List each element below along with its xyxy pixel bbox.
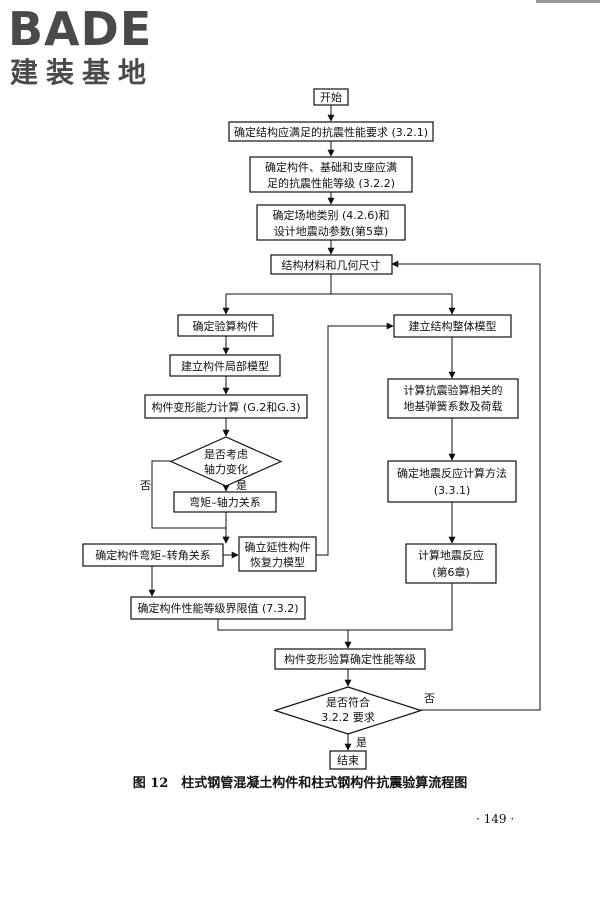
node-l6-line1: 确立延性构件	[245, 540, 311, 554]
node-n1-label: 确定结构应满足的抗震性能要求 (3.2.1)	[234, 125, 428, 139]
node-r4-line1: 计算地震反应	[418, 548, 484, 562]
node-l3-label: 构件变形能力计算 (G.2和G.3)	[151, 400, 300, 414]
logo-wordmark: BADE	[8, 2, 153, 56]
label-d1-yes: 是	[236, 479, 247, 492]
node-m1: 构件变形验算确定性能等级	[274, 648, 426, 670]
node-l1-label: 确定验算构件	[193, 319, 259, 333]
node-end-label: 结束	[337, 754, 359, 767]
node-r3-line1: 确定地震反应计算方法	[397, 466, 507, 480]
node-l2: 建立构件局部模型	[169, 354, 281, 377]
node-r2-line2: 地基弹簧系数及荷载	[404, 399, 503, 413]
node-n1: 确定结构应满足的抗震性能要求 (3.2.1)	[228, 121, 434, 142]
node-r1: 建立结构整体模型	[393, 314, 512, 338]
node-r3: 确定地震反应计算方法 (3.3.1)	[387, 460, 517, 503]
label-d1-no: 否	[140, 479, 151, 492]
figure-caption: 图 12 柱式钢管混凝土构件和柱式钢构件抗震验算流程图	[132, 776, 468, 791]
bade-logo: BADE 建装基地	[8, 4, 178, 94]
edge-l6-r1	[316, 322, 394, 556]
node-d2-line1: 是否符合	[326, 695, 370, 709]
node-d1: 是否考虑 轴力变化	[169, 436, 283, 487]
node-r4: 计算地震反应 (第6章)	[405, 543, 497, 584]
connectors	[148, 105, 541, 751]
node-n3: 确定场地类别 (4.2.6)和 设计地震动参数(第5章)	[256, 204, 406, 241]
page-number: · 149 ·	[476, 812, 515, 826]
node-n4: 结构材料和几何尺寸	[270, 254, 393, 275]
node-n2: 确定构件、基础和支座应满 足的抗震性能等级 (3.2.2)	[249, 156, 413, 193]
edge-l7-merge	[217, 619, 348, 631]
logo-subtitle: 建装基地	[10, 56, 155, 89]
node-r1-label: 建立结构整体模型	[409, 319, 497, 333]
node-l7-label: 确定构件性能等级界限值 (7.3.2)	[137, 601, 298, 615]
node-n3-line1: 确定场地类别 (4.2.6)和	[272, 208, 389, 222]
node-l3: 构件变形能力计算 (G.2和G.3)	[144, 394, 308, 419]
label-d2-no: 否	[424, 692, 435, 705]
node-r2-line1: 计算抗震验算相关的	[404, 383, 503, 397]
edge-r4-merge	[348, 583, 453, 631]
node-r2: 计算抗震验算相关的 地基弹簧系数及荷载	[387, 378, 519, 419]
node-l4: 弯矩–轴力关系	[173, 491, 277, 513]
node-l5: 确定构件弯矩–转角关系	[82, 543, 224, 567]
node-l2-label: 建立构件局部模型	[181, 359, 269, 373]
top-rule	[536, 0, 600, 3]
node-n3-line2: 设计地震动参数(第5章)	[274, 224, 389, 238]
node-n2-line2: 足的抗震性能等级 (3.2.2)	[267, 176, 395, 190]
node-d2: 是否符合 3.2.2 要求	[273, 686, 423, 735]
node-l6: 确立延性构件 恢复力模型	[238, 536, 317, 572]
node-d1-line1: 是否考虑	[204, 448, 248, 461]
node-l5-label: 确定构件弯矩–转角关系	[95, 548, 211, 562]
flowchart: 开始 确定结构应满足的抗震性能要求 (3.2.1) 确定构件、基础和支座应满 足…	[82, 88, 541, 770]
label-d2-yes: 是	[356, 736, 367, 749]
node-start: 开始	[313, 88, 349, 106]
edge-d2-no-loop	[391, 260, 541, 711]
node-l1: 确定验算构件	[177, 314, 274, 337]
node-l7: 确定构件性能等级界限值 (7.3.2)	[130, 596, 306, 620]
node-n2-line1: 确定构件、基础和支座应满	[265, 160, 397, 174]
node-d1-line2: 轴力变化	[204, 462, 248, 476]
node-start-label: 开始	[320, 90, 342, 104]
node-d2-line2: 3.2.2 要求	[321, 711, 375, 724]
node-n4-label: 结构材料和几何尺寸	[282, 258, 381, 272]
node-l4-label: 弯矩–轴力关系	[189, 495, 261, 509]
node-r3-line2: (3.3.1)	[434, 484, 471, 497]
node-r4-line2: (第6章)	[432, 565, 470, 579]
node-l6-line2: 恢复力模型	[250, 555, 305, 569]
node-m1-label: 构件变形验算确定性能等级	[284, 652, 416, 666]
node-end: 结束	[329, 750, 367, 770]
